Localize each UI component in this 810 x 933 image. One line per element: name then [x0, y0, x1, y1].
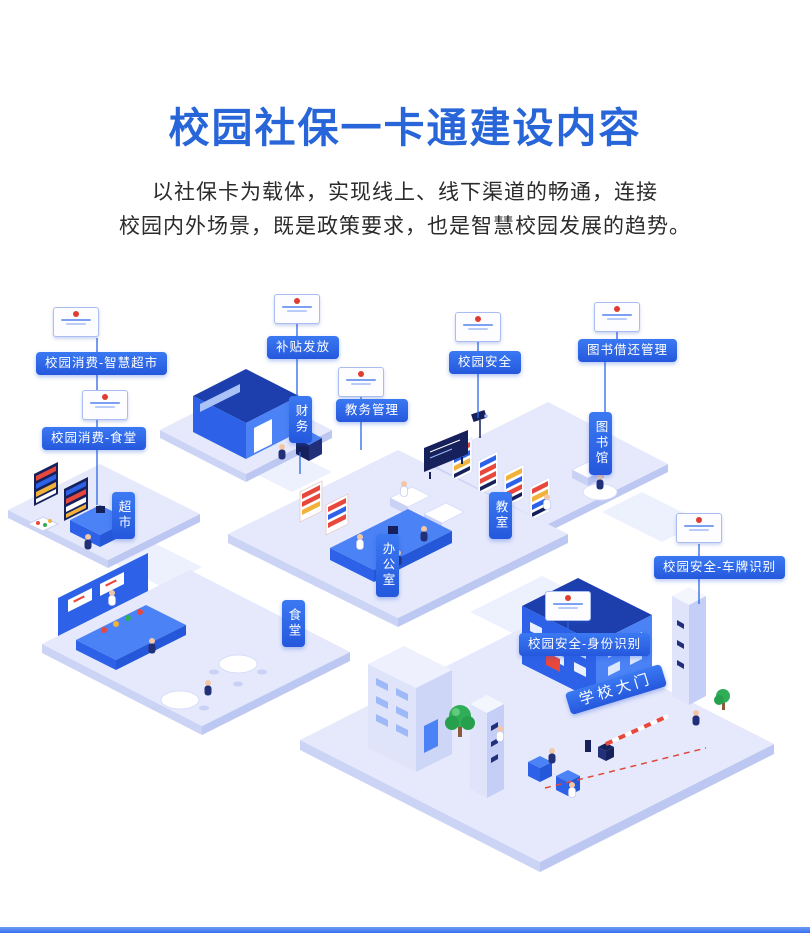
card-emblem-icon — [294, 298, 300, 304]
label-campus-consume-canteen: 校园消费-食堂 — [42, 427, 147, 450]
label-campus-security: 校园安全 — [449, 351, 522, 374]
label-classroom: 教室 — [489, 492, 512, 539]
social-security-card-icon — [676, 513, 722, 543]
guard-building — [368, 646, 452, 772]
connector-lines — [96, 324, 700, 686]
label-market: 超市 — [112, 492, 135, 539]
label-campus-consume-smart-market: 校园消费-智慧超市 — [36, 352, 168, 375]
social-security-card-icon — [594, 302, 640, 332]
label-security-identity-recognition: 校园安全-身份识别 — [519, 633, 651, 656]
turnstile-gates — [528, 740, 591, 796]
social-security-card-icon — [338, 367, 384, 397]
subtitle: 以社保卡为载体，实现线上、线下渠道的畅通，连接 校园内外场景，既是政策要求，也是… — [0, 176, 810, 244]
gate-tower-right — [672, 587, 706, 705]
label-finance: 财务 — [289, 396, 312, 443]
social-security-card-icon — [455, 312, 501, 342]
smart-market-building — [193, 369, 322, 461]
card-emblem-icon — [475, 316, 481, 322]
barrier-arm — [544, 714, 707, 789]
canteen-area — [58, 553, 267, 711]
social-security-card-icon — [545, 591, 591, 621]
gate-tower-left — [470, 695, 504, 798]
security-camera — [471, 410, 488, 438]
page-title: 校园社保一卡通建设内容 — [168, 105, 642, 151]
label-library: 图书馆 — [589, 412, 612, 475]
card-emblem-icon — [614, 306, 620, 312]
card-emblem-icon — [102, 394, 108, 400]
label-office: 办公室 — [376, 534, 399, 597]
subtitle-line-2: 校园内外场景，既是政策要求，也是智慧校园发展的趋势。 — [119, 215, 691, 239]
label-subsidy-distribution: 补贴发放 — [267, 336, 340, 359]
subtitle-line-1: 以社保卡为载体，实现线上、线下渠道的畅通，连接 — [152, 181, 658, 204]
card-emblem-icon — [565, 595, 571, 601]
card-emblem-icon — [358, 371, 364, 377]
classroom-board — [424, 430, 468, 479]
tree — [445, 689, 730, 737]
card-emblem-icon — [73, 311, 79, 317]
platform-canteen — [42, 570, 350, 735]
header: 校园社保一卡通建设内容 以社保卡为载体，实现线上、线下渠道的畅通，连接 校园内外… — [0, 94, 810, 244]
social-security-card-icon — [274, 294, 320, 324]
card-emblem-icon — [696, 517, 702, 523]
library-shelves — [451, 437, 618, 522]
label-library-borrow-return: 图书借还管理 — [578, 339, 678, 362]
social-security-card-icon — [82, 390, 128, 420]
label-security-plate-recognition: 校园安全-车牌识别 — [654, 556, 786, 579]
label-academic-management: 教务管理 — [336, 399, 409, 422]
social-security-card-icon — [53, 307, 99, 337]
next-section-edge — [0, 927, 810, 933]
label-canteen: 食堂 — [282, 600, 305, 647]
